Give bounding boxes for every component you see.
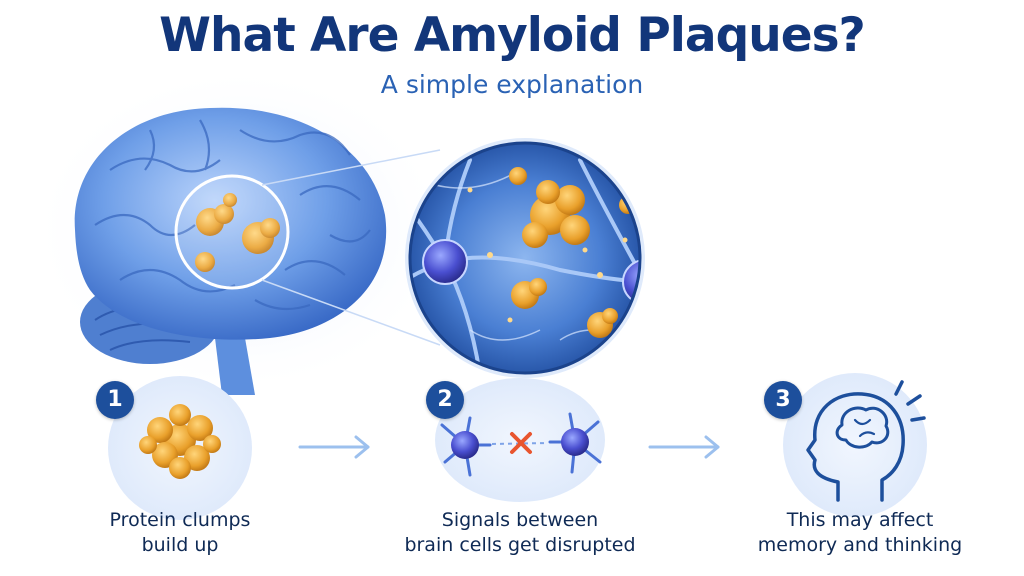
- neuron-signal-blocked-icon: [440, 412, 602, 477]
- brain-illustration: [30, 65, 450, 395]
- arrow-right-icon: [648, 435, 720, 459]
- zoom-neuron-view: [405, 138, 645, 378]
- step-1-caption: Protein clumps build up: [60, 508, 300, 558]
- step-1-badge: 1: [96, 381, 134, 419]
- step-2-badge: 2: [426, 381, 464, 419]
- brain-plaque-cluster: [195, 193, 280, 272]
- cross-icon: [510, 432, 532, 454]
- step-3-caption-line2: memory and thinking: [757, 534, 963, 556]
- step-2-caption: Signals between brain cells get disrupte…: [390, 508, 650, 558]
- step-2-caption-line1: Signals between: [441, 509, 599, 531]
- protein-clump-icon: [139, 404, 221, 479]
- step-2-caption-line2: brain cells get disrupted: [404, 534, 636, 556]
- zoom-connector: [261, 149, 441, 346]
- step-3-caption-line1: This may affect: [786, 509, 934, 531]
- step-3-badge: 3: [764, 381, 802, 419]
- magnify-ring: [174, 174, 290, 290]
- zoom-plaque-main: [522, 180, 590, 248]
- page-subtitle: A simple explanation: [380, 70, 644, 99]
- step-1-caption-line2: build up: [141, 534, 219, 556]
- page-title: What Are Amyloid Plaques?: [159, 8, 866, 63]
- arrow-right-icon: [298, 435, 370, 459]
- step-3-caption: This may affect memory and thinking: [735, 508, 985, 558]
- step-1-caption-line1: Protein clumps: [109, 509, 251, 531]
- head-brain-icon: [806, 380, 926, 502]
